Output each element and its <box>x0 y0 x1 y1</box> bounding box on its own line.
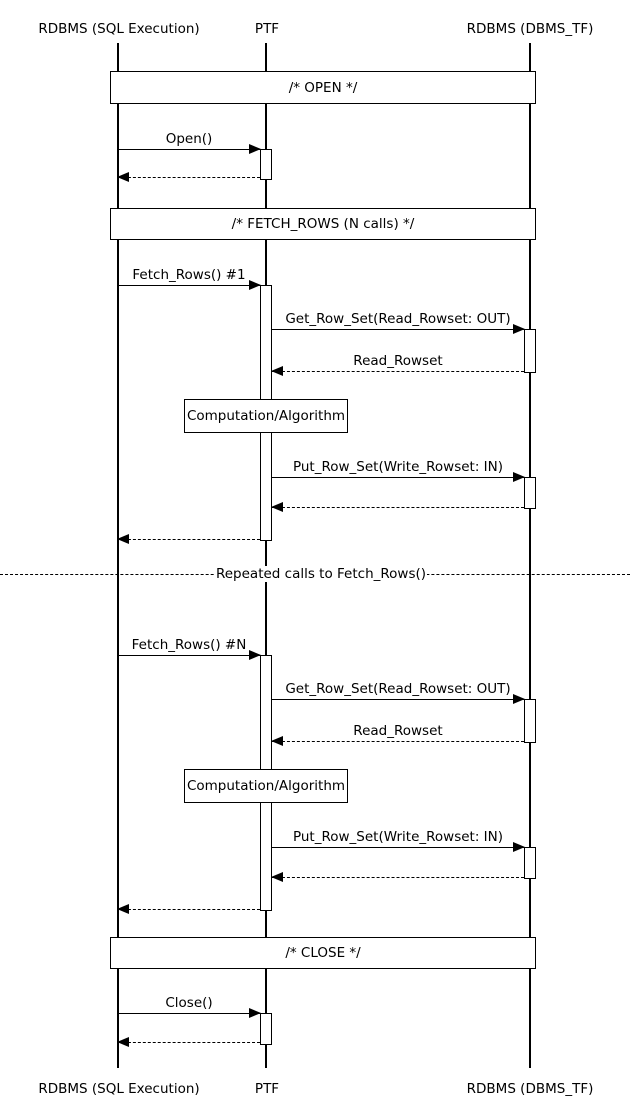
arrowhead-right-icon <box>513 472 525 483</box>
return-arrow-read-rowset-1 <box>271 366 524 377</box>
lifeline-rdbms-tf <box>529 43 531 1068</box>
message-arrow-open <box>118 144 261 155</box>
computation-note-2: Computation/Algorithm <box>184 769 348 803</box>
band-fetch-rows: /* FETCH_ROWS (N calls) */ <box>110 208 536 240</box>
arrowhead-left-icon <box>117 534 129 545</box>
arrowhead-right-icon <box>249 1008 261 1019</box>
message-label-fetch-rows-1: Fetch_Rows() #1 <box>132 267 246 283</box>
computation-note-1: Computation/Algorithm <box>184 399 348 433</box>
message-arrow-close <box>118 1008 261 1019</box>
return-arrow-open <box>117 172 260 183</box>
actor-label-rdbms-sql-bottom: RDBMS (SQL Execution) <box>38 1081 200 1097</box>
return-arrow-put-row-set-2 <box>271 872 524 883</box>
message-label-fetch-rows-n: Fetch_Rows() #N <box>131 637 247 653</box>
message-label-get-row-set-2: Get_Row_Set(Read_Rowset: OUT) <box>285 681 511 697</box>
message-label-read-rowset-2: Read_Rowset <box>353 723 443 739</box>
arrowhead-left-icon <box>271 736 283 747</box>
actor-label-ptf-top: PTF <box>254 21 280 37</box>
message-label-put-row-set-2: Put_Row_Set(Write_Rowset: IN) <box>292 829 504 845</box>
message-arrow-get-row-set-1 <box>272 324 525 335</box>
message-arrow-put-row-set-2 <box>272 842 525 853</box>
actor-label-rdbms-tf-top: RDBMS (DBMS_TF) <box>466 21 594 37</box>
message-label-get-row-set-1: Get_Row_Set(Read_Rowset: OUT) <box>285 311 511 327</box>
arrowhead-left-icon <box>271 366 283 377</box>
arrowhead-left-icon <box>271 502 283 513</box>
message-label-put-row-set-1: Put_Row_Set(Write_Rowset: IN) <box>292 459 504 475</box>
divider-label: Repeated calls to Fetch_Rows() <box>214 566 428 582</box>
message-label-read-rowset-1: Read_Rowset <box>353 353 443 369</box>
return-arrow-fetch-rows-1 <box>117 534 260 545</box>
arrowhead-right-icon <box>249 650 261 661</box>
activation-bar-tf-put2 <box>524 847 536 879</box>
arrowhead-left-icon <box>271 872 283 883</box>
lifeline-rdbms-sql <box>117 43 119 1068</box>
arrowhead-left-icon <box>117 904 129 915</box>
return-arrow-read-rowset-2 <box>271 736 524 747</box>
return-arrow-close <box>117 1037 260 1048</box>
arrowhead-right-icon <box>249 144 261 155</box>
arrowhead-left-icon <box>117 1037 129 1048</box>
message-arrow-fetch-rows-n <box>118 650 261 661</box>
arrowhead-right-icon <box>513 842 525 853</box>
lifeline-ptf <box>265 43 267 1068</box>
return-arrow-fetch-rows-n <box>117 904 260 915</box>
activation-bar-tf-get2 <box>524 699 536 743</box>
message-arrow-get-row-set-2 <box>272 694 525 705</box>
return-arrow-put-row-set-1 <box>271 502 524 513</box>
band-open: /* OPEN */ <box>110 71 536 104</box>
actor-label-ptf-bottom: PTF <box>254 1081 280 1097</box>
actor-label-rdbms-sql-top: RDBMS (SQL Execution) <box>38 21 200 37</box>
arrowhead-right-icon <box>513 694 525 705</box>
band-close: /* CLOSE */ <box>110 937 536 969</box>
activation-bar-ptf-open <box>260 149 272 180</box>
arrowhead-right-icon <box>249 280 261 291</box>
message-label-open: Open() <box>165 131 213 147</box>
activation-bar-ptf-close <box>260 1013 272 1045</box>
arrowhead-left-icon <box>117 172 129 183</box>
message-arrow-put-row-set-1 <box>272 472 525 483</box>
actor-label-rdbms-tf-bottom: RDBMS (DBMS_TF) <box>466 1081 594 1097</box>
activation-bar-tf-get1 <box>524 329 536 373</box>
message-label-close: Close() <box>165 995 213 1011</box>
arrowhead-right-icon <box>513 324 525 335</box>
message-arrow-fetch-rows-1 <box>118 280 261 291</box>
activation-bar-tf-put1 <box>524 477 536 509</box>
